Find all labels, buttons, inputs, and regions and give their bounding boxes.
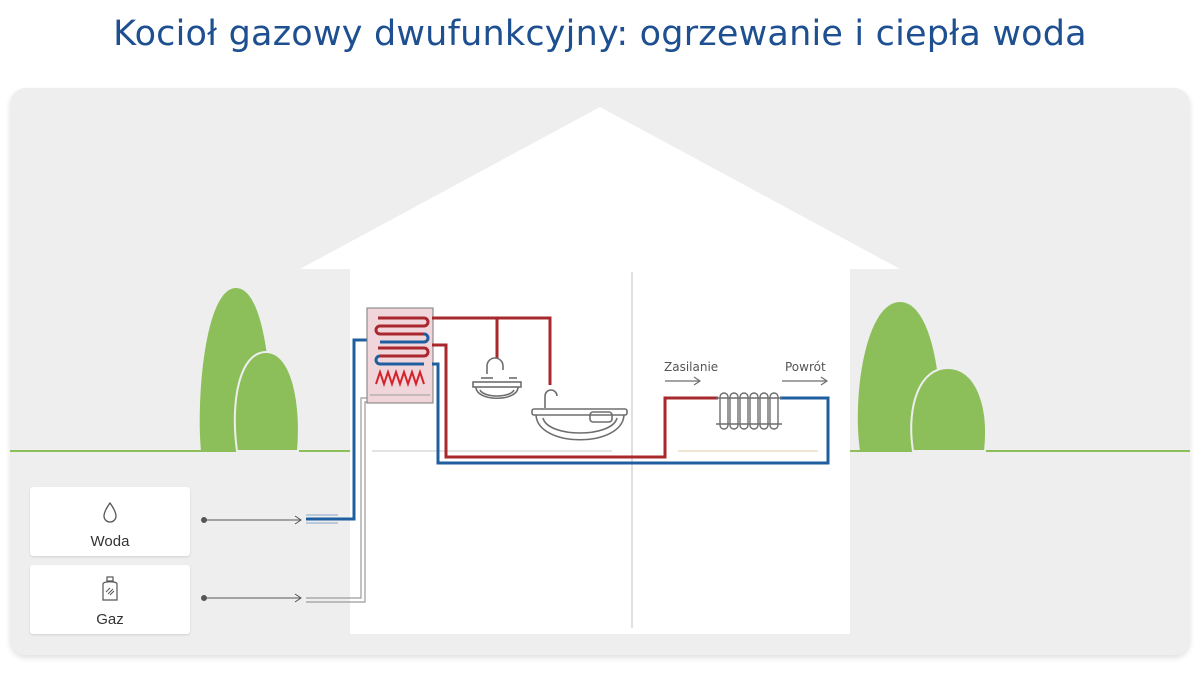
return-arrow-icon <box>782 376 829 386</box>
tree-right <box>857 302 987 452</box>
sink-icon <box>472 357 522 399</box>
bathtub-icon <box>531 389 628 441</box>
house-roof <box>300 107 900 269</box>
gas-inlet-pipe <box>306 397 370 603</box>
burner-flames-icon <box>375 368 425 388</box>
hot-water-pipes <box>432 316 552 385</box>
page-title: Kocioł gazowy dwufunkcyjny: ogrzewanie i… <box>113 14 1087 54</box>
water-connector <box>201 515 302 525</box>
gas-connector <box>201 593 302 603</box>
gas-cylinder-icon <box>102 576 118 601</box>
water-input-card: Woda <box>30 487 190 556</box>
gas-boiler <box>366 307 434 404</box>
supply-arrow-icon <box>665 376 702 386</box>
heating-return-pipe <box>432 362 830 465</box>
supply-label: Zasilanie <box>664 360 719 374</box>
gas-input-card: Gaz <box>30 565 190 634</box>
heating-supply-pipe <box>432 343 718 459</box>
return-label: Powrót <box>785 360 826 374</box>
tree-left <box>199 288 300 452</box>
water-drop-icon <box>103 501 117 523</box>
radiator-icon <box>716 392 782 430</box>
water-label: Woda <box>90 533 130 550</box>
gas-label: Gaz <box>96 611 124 628</box>
